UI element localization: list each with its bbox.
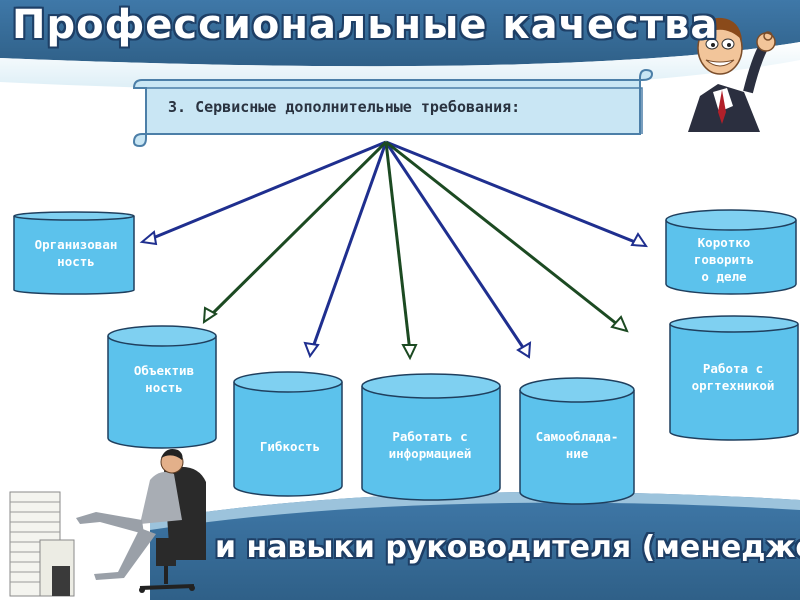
center-label: 3. Сервисные дополнительные требования: xyxy=(168,98,521,116)
arrow-to-info xyxy=(384,141,412,353)
node-line: информацией xyxy=(388,446,472,461)
manager-cartoon xyxy=(688,17,776,132)
connector-arrows xyxy=(139,140,648,361)
node-line: Работать с xyxy=(392,429,468,444)
node-line: Гибкость xyxy=(259,439,321,454)
node-line: оргтехникой xyxy=(691,378,775,393)
node-label-obj: Объектив ность xyxy=(110,362,218,396)
cylinder-flex xyxy=(233,371,343,497)
cylinder-short xyxy=(665,209,797,295)
center-scroll xyxy=(132,68,654,148)
cylinder-org xyxy=(13,211,135,295)
node-line: Организован xyxy=(34,237,118,252)
slide-title: Профессиональные качества xyxy=(12,2,719,48)
node-line: ние xyxy=(565,446,589,461)
node-label-self: Самооблада- ние xyxy=(519,428,635,462)
node-line: ность xyxy=(145,380,183,395)
node-label-office: Работа с оргтехникой xyxy=(668,360,798,394)
cylinder-self xyxy=(519,377,635,505)
slide-subtitle: и навыки руководителя (менеджера): xyxy=(215,530,800,565)
node-label-short: Коротко говорить о деле xyxy=(664,234,784,285)
node-line: говорить xyxy=(693,252,755,267)
cylinder-office xyxy=(669,315,799,441)
node-line: Коротко xyxy=(697,235,751,250)
arrow-to-flex xyxy=(310,141,388,351)
arrow-to-self xyxy=(384,141,528,353)
arrow-to-obj xyxy=(206,140,388,320)
arrow-to-office xyxy=(385,140,623,330)
node-line: Объектив xyxy=(133,363,195,378)
top-band xyxy=(0,0,800,91)
bottom-band xyxy=(150,492,800,600)
node-line: Работа с xyxy=(702,361,764,376)
node-line: ность xyxy=(57,254,95,269)
paper-stacks xyxy=(9,491,75,597)
businessman-in-chair xyxy=(76,449,206,593)
node-line: о деле xyxy=(701,269,747,284)
cylinder-obj xyxy=(107,325,217,449)
cylinders xyxy=(13,209,799,505)
arrow-to-short xyxy=(385,140,641,246)
node-line: Самооблада- xyxy=(535,429,619,444)
node-label-info: Работать с информацией xyxy=(360,428,500,462)
node-label-org: Организован ность xyxy=(18,236,134,270)
cylinder-info xyxy=(361,373,501,501)
node-label-flex: Гибкость xyxy=(236,438,344,455)
arrow-to-org xyxy=(147,140,387,242)
